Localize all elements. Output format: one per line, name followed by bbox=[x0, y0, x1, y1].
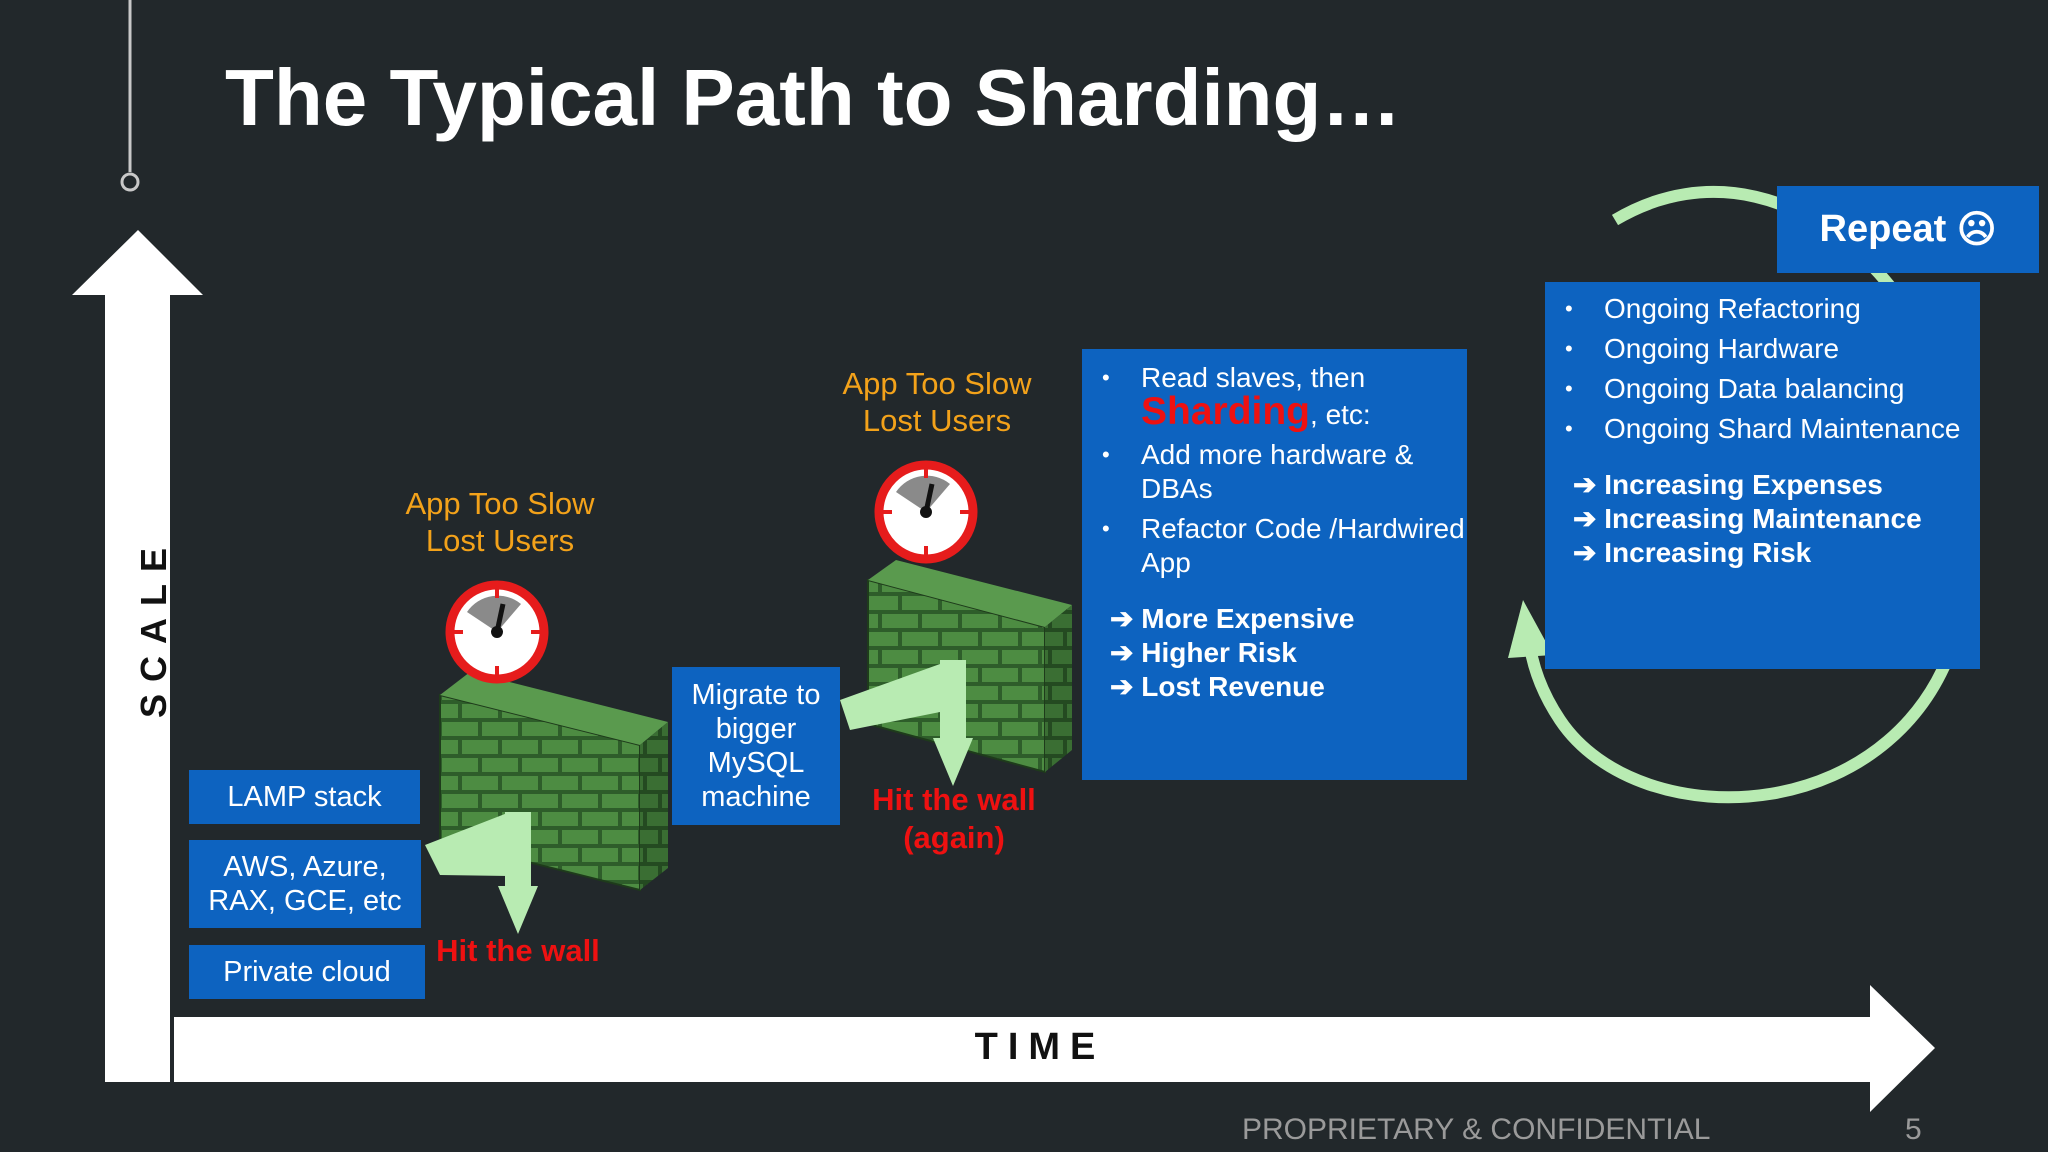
private-cloud-box: Private cloud bbox=[189, 945, 425, 999]
bullet-ongoing-refactoring: Ongoing Refactoring bbox=[1545, 292, 1980, 326]
bounce-arrow-1 bbox=[425, 812, 538, 934]
clock-icon-2 bbox=[874, 460, 978, 564]
warning-label-2: App Too Slow Lost Users bbox=[817, 365, 1057, 439]
outcome-row: ➔ Increasing Maintenance bbox=[1573, 503, 1922, 534]
sad-face-icon: ☹ bbox=[1956, 209, 1997, 251]
arrow-icon: ➔ bbox=[1573, 537, 1605, 568]
outcome-row: ➔ Increasing Expenses bbox=[1573, 469, 1883, 500]
lamp-stack-box: LAMP stack bbox=[189, 770, 420, 824]
outcome-row: ➔ Higher Risk bbox=[1110, 637, 1297, 668]
clock-icon-1 bbox=[445, 580, 549, 684]
scale-axis-arrow bbox=[72, 230, 203, 1082]
bullet-read-slaves: Read slaves, then Sharding, etc: bbox=[1082, 361, 1467, 432]
ongoing-panel: Ongoing Refactoring Ongoing Hardware Ong… bbox=[1545, 282, 1980, 669]
warning-line-1: App Too Slow bbox=[842, 366, 1032, 401]
hit-wall-label-1: Hit the wall bbox=[436, 933, 600, 968]
sharding-highlight: Sharding bbox=[1141, 390, 1311, 433]
repeat-label: Repeat bbox=[1819, 208, 1947, 250]
warning-line-2: Lost Users bbox=[862, 403, 1012, 438]
arrow-icon: ➔ bbox=[1573, 469, 1605, 500]
warning-line-2: Lost Users bbox=[425, 523, 575, 558]
warning-line-1: App Too Slow bbox=[405, 486, 595, 521]
scale-axis-label: SCALE bbox=[133, 535, 174, 719]
cloud-providers-box: AWS, Azure, RAX, GCE, etc bbox=[189, 840, 421, 928]
warning-label-1: App Too Slow Lost Users bbox=[380, 485, 620, 559]
page-number: 5 bbox=[1905, 1113, 1922, 1146]
hit-wall-line-2: (again) bbox=[903, 820, 1005, 855]
footer-confidential: PROPRIETARY & CONFIDENTIAL bbox=[1242, 1113, 1711, 1146]
bullet-ongoing-shard-maintenance: Ongoing Shard Maintenance bbox=[1545, 412, 1980, 446]
arrow-icon: ➔ bbox=[1110, 603, 1142, 634]
arrow-icon: ➔ bbox=[1110, 671, 1142, 702]
arrow-icon: ➔ bbox=[1110, 637, 1142, 668]
migrate-mysql-box: Migrate to bigger MySQL machine bbox=[672, 667, 840, 825]
bullet-refactor-code: Refactor Code /Hardwired App bbox=[1082, 512, 1467, 580]
bullet-text-suffix: , etc: bbox=[1310, 399, 1371, 430]
repeat-badge: Repeat ☹ bbox=[1777, 186, 2039, 273]
outcome-row: ➔ Lost Revenue bbox=[1110, 671, 1325, 702]
time-axis-label: TIME bbox=[974, 1026, 1106, 1068]
outcome-row: ➔ Increasing Risk bbox=[1573, 537, 1812, 568]
arrow-icon: ➔ bbox=[1573, 503, 1605, 534]
bullet-ongoing-data-balancing: Ongoing Data balancing bbox=[1545, 372, 1980, 406]
bullet-add-hardware: Add more hardware & DBAs bbox=[1082, 438, 1467, 506]
slide-title: The Typical Path to Sharding… bbox=[225, 53, 1402, 142]
bounce-arrow-2 bbox=[840, 660, 973, 786]
decor-line-end bbox=[120, 172, 140, 192]
outcome-row: ➔ More Expensive bbox=[1110, 603, 1355, 634]
hit-wall-label-2: Hit the wall (again) bbox=[855, 781, 1053, 857]
bullet-ongoing-hardware: Ongoing Hardware bbox=[1545, 332, 1980, 366]
repeat-cycle-arrowhead bbox=[1508, 600, 1553, 658]
sharding-panel: Read slaves, then Sharding, etc: Add mor… bbox=[1082, 349, 1467, 780]
hit-wall-line-1: Hit the wall bbox=[872, 782, 1036, 817]
time-axis-arrow bbox=[174, 985, 1935, 1112]
bullet-text: Read slaves, then bbox=[1141, 362, 1366, 393]
